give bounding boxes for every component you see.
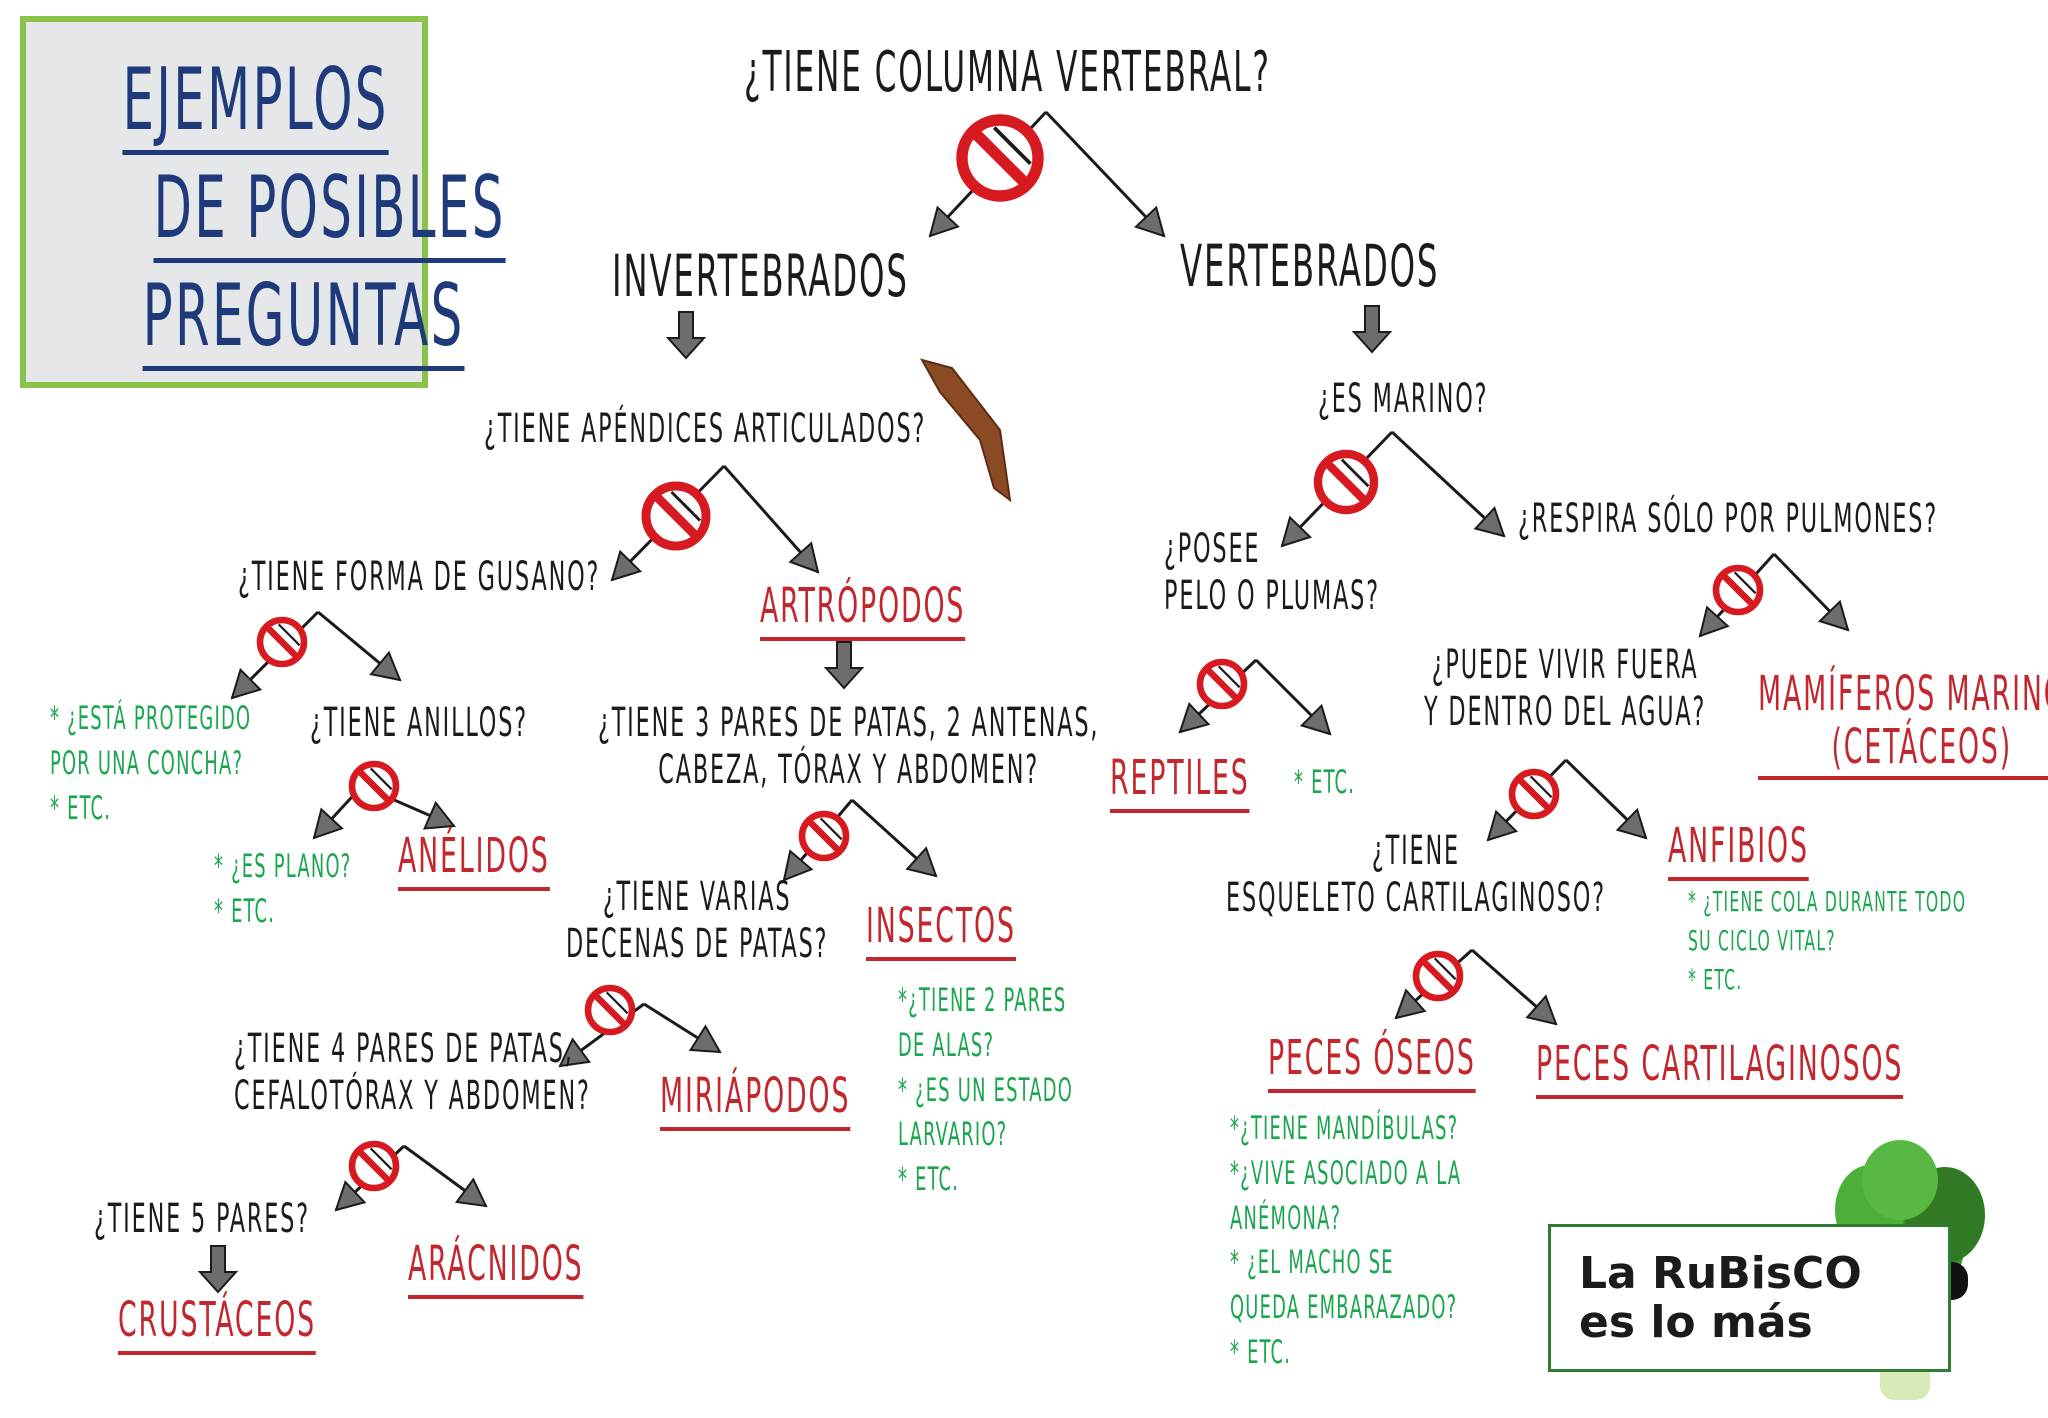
hint-reptiles: * ETC. bbox=[1294, 763, 1356, 801]
question-insecto: ¿TIENE 3 PARES DE PATAS, 2 ANTENAS, CABE… bbox=[598, 700, 1100, 794]
result-mamiferos-marinos: MAMÍFEROS MARINOS (CETÁCEOS) bbox=[1758, 668, 2048, 780]
arrow-icon bbox=[1817, 599, 1850, 632]
result-artropodos: ARTRÓPODOS bbox=[760, 578, 966, 641]
question-vertebral: ¿TIENE COLUMNA VERTEBRAL? bbox=[744, 40, 1271, 105]
result-anfibios: ANFIBIOS bbox=[1668, 818, 1809, 881]
group-vertebrados: VERTEBRADOS bbox=[1180, 232, 1440, 300]
arrow-icon bbox=[1473, 506, 1506, 538]
question-marino: ¿ES MARINO? bbox=[1318, 376, 1489, 422]
hint-concha: * ¿ESTÁ PROTEGIDO POR UNA CONCHA? * ETC. bbox=[50, 699, 252, 827]
question-pelo: ¿POSEE PELO O PLUMAS? bbox=[1164, 526, 1380, 620]
no-sign-icon bbox=[802, 814, 846, 858]
question-cuatro-pares: ¿TIENE 4 PARES DE PATAS, CEFALOTÓRAX Y A… bbox=[234, 1026, 591, 1120]
no-sign-icon bbox=[352, 1144, 396, 1188]
arrow-icon bbox=[905, 846, 938, 878]
question-gusano: ¿TIENE FORMA DE GUSANO? bbox=[238, 554, 601, 600]
no-sign-icon bbox=[962, 120, 1038, 196]
arrow-icon bbox=[1299, 703, 1332, 736]
question-anillos: ¿TIENE ANILLOS? bbox=[310, 700, 528, 746]
down-arrow-artropodos bbox=[823, 641, 865, 690]
result-peces-oseos: PECES ÓSEOS bbox=[1268, 1030, 1476, 1093]
no-sign-icon bbox=[1416, 954, 1460, 998]
arrow-icon bbox=[312, 807, 344, 840]
arrow-icon bbox=[422, 800, 456, 830]
result-insectos: INSECTOS bbox=[866, 898, 1016, 961]
leaf-bookmark-icon bbox=[919, 358, 1012, 503]
question-pulmones: ¿RESPIRA SÓLO POR PULMONES? bbox=[1518, 496, 1939, 542]
hint-anfibios: * ¿TIENE COLA DURANTE TODO SU CICLO VITA… bbox=[1688, 885, 1967, 997]
result-reptiles: REPTILES bbox=[1110, 750, 1250, 813]
no-sign-icon bbox=[1318, 454, 1374, 510]
arrow-icon bbox=[1698, 605, 1730, 638]
result-anelidos: ANÉLIDOS bbox=[398, 828, 550, 891]
arrow-icon bbox=[1486, 809, 1519, 842]
arrow-icon bbox=[928, 205, 960, 238]
fork-vertebral-right-line bbox=[1044, 110, 1166, 238]
result-peces-cartilaginosos: PECES CARTILAGINOSOS bbox=[1536, 1036, 1904, 1099]
hint-plano: * ¿ES PLANO? * ETC. bbox=[214, 847, 352, 930]
question-cartilaginoso: ¿TIENE ESQUELETO CARTILAGINOSO? bbox=[1226, 828, 1606, 922]
no-sign-icon bbox=[1716, 568, 1760, 612]
no-sign-icon bbox=[646, 486, 706, 546]
arrow-icon bbox=[454, 1177, 488, 1208]
down-arrow-cinco-pares bbox=[197, 1245, 239, 1294]
no-sign-icon bbox=[588, 988, 632, 1032]
arrow-icon bbox=[610, 549, 643, 582]
hint-peces: *¿TIENE MANDÍBULAS? *¿VIVE ASOCIADO A LA… bbox=[1230, 1109, 1462, 1371]
question-apendices: ¿TIENE APÉNDICES ARTICULADOS? bbox=[484, 406, 927, 452]
no-sign-icon bbox=[1200, 662, 1244, 706]
arrow-icon bbox=[1134, 205, 1166, 238]
arrow-icon bbox=[369, 650, 402, 682]
arrow-icon bbox=[334, 1180, 367, 1212]
arrow-icon bbox=[782, 849, 814, 882]
logo-text: La RuBisCO es lo más bbox=[1579, 1248, 1862, 1349]
result-aracnidos: ARÁCNIDOS bbox=[408, 1236, 584, 1299]
arrow-icon bbox=[788, 541, 820, 574]
down-arrow-vertebrados bbox=[1351, 305, 1393, 354]
no-sign-icon bbox=[260, 620, 304, 664]
arrow-icon bbox=[1394, 988, 1427, 1020]
group-invertebrados: INVERTEBRADOS bbox=[612, 242, 909, 310]
no-sign-icon bbox=[352, 764, 396, 808]
result-miriapodos: MIRIÁPODOS bbox=[660, 1068, 851, 1131]
arrow-icon bbox=[558, 1037, 592, 1068]
no-sign-icon bbox=[1512, 772, 1556, 816]
arrow-icon bbox=[1178, 702, 1211, 734]
arrow-icon bbox=[1525, 994, 1558, 1026]
title-line-3: PREGUNTAS bbox=[26, 266, 465, 371]
arrow-icon bbox=[1280, 515, 1313, 548]
question-decenas: ¿TIENE VARIAS DECENAS DE PATAS? bbox=[566, 874, 829, 968]
arrow-icon bbox=[1615, 807, 1648, 840]
logo-box: La RuBisCO es lo más bbox=[1548, 1224, 1951, 1372]
title-line-2: DE POSIBLES bbox=[26, 158, 506, 263]
arrow-icon bbox=[688, 1024, 722, 1054]
hint-insectos: *¿TIENE 2 PARES DE ALAS? * ¿ES UN ESTADO… bbox=[898, 981, 1073, 1199]
title-box: EJEMPLOS DE POSIBLES PREGUNTAS bbox=[20, 16, 506, 388]
question-cinco-pares: ¿TIENE 5 PARES? bbox=[94, 1196, 310, 1242]
title-line-1: EJEMPLOS bbox=[26, 50, 422, 155]
result-crustaceos: CRUSTÁCEOS bbox=[118, 1292, 317, 1355]
arrow-icon bbox=[230, 667, 263, 700]
down-arrow-invertebrados bbox=[665, 311, 707, 360]
question-fuera-dentro: ¿PUEDE VIVIR FUERA Y DENTRO DEL AGUA? bbox=[1424, 642, 1707, 736]
